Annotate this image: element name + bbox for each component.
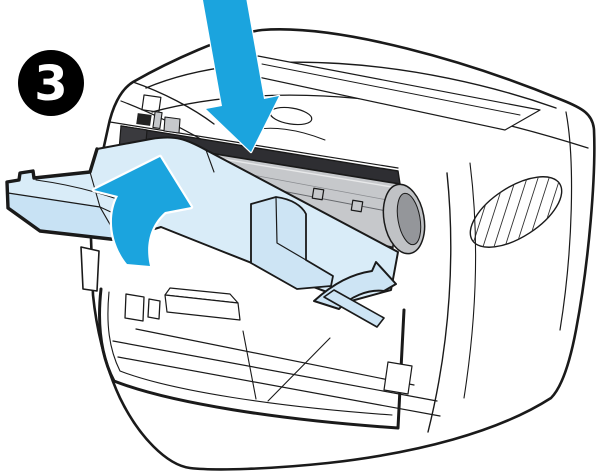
front-toner-door <box>5 136 399 328</box>
paper-tray-opening <box>98 287 441 430</box>
body-panel-seams <box>427 111 573 433</box>
cartridge-left-tab <box>163 116 181 134</box>
down-arrow-icon <box>201 0 281 154</box>
door-support-leg <box>80 246 100 292</box>
door-latch-block <box>250 196 334 290</box>
step-badge: 3 <box>18 50 84 116</box>
step-badge-number: 3 <box>34 56 67 112</box>
printer-top-cover <box>120 55 589 149</box>
curved-up-arrow-icon <box>91 154 194 269</box>
door-hinge-rod <box>323 289 385 328</box>
step-badge-circle <box>18 50 84 116</box>
